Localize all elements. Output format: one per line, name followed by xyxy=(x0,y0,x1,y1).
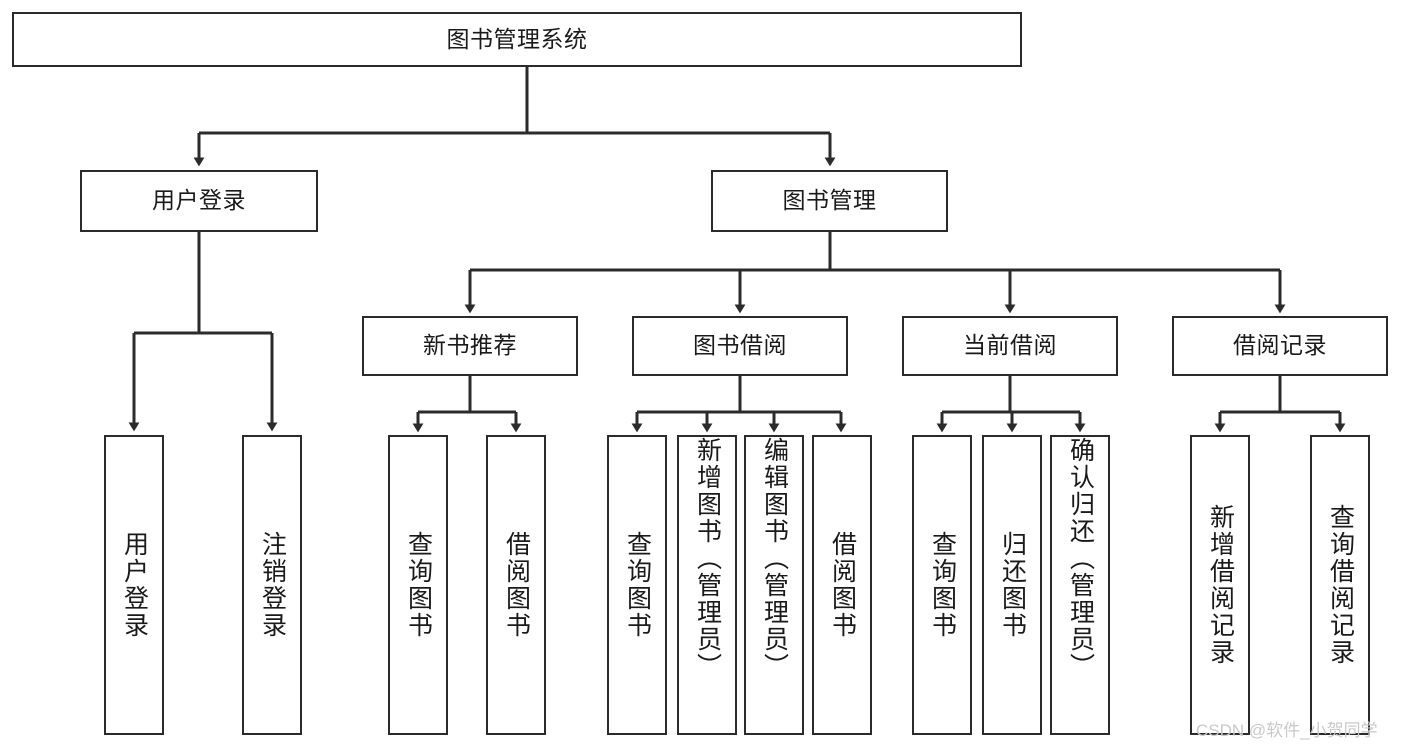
node-borrow-record[interactable]: 借阅记录 xyxy=(1172,316,1388,376)
leaf-confirm-return-admin[interactable]: 确认归还（管理员） xyxy=(1050,435,1110,735)
leaf-add-borrow-record[interactable]: 新增借阅记录 xyxy=(1190,435,1250,735)
leaf-return-book-label: 归还图书 xyxy=(998,531,1027,639)
leaf-add-book-admin[interactable]: 新增图书（管理员） xyxy=(677,435,737,735)
node-new-book-rec-label: 新书推荐 xyxy=(423,332,517,359)
leaf-add-book-admin-label: 新增图书（管理员） xyxy=(693,437,722,680)
node-user-login-label: 用户登录 xyxy=(152,187,246,214)
node-book-manage-label: 图书管理 xyxy=(782,187,877,214)
leaf-add-borrow-record-label: 新增借阅记录 xyxy=(1206,504,1235,666)
leaf-borrow-book-2-label: 借阅图书 xyxy=(828,531,857,639)
node-current-borrow[interactable]: 当前借阅 xyxy=(902,316,1118,376)
node-root-label: 图书管理系统 xyxy=(446,25,588,52)
leaf-query-book-3[interactable]: 查询图书 xyxy=(912,435,972,735)
node-new-book-rec[interactable]: 新书推荐 xyxy=(362,316,578,376)
leaf-query-book-2-label: 查询图书 xyxy=(623,531,652,639)
leaf-user-logout-label: 注销登录 xyxy=(258,531,287,639)
leaf-edit-book-admin-label: 编辑图书（管理员） xyxy=(760,437,789,680)
csdn-watermark: CSDN @软件_小贺同学 xyxy=(1196,721,1378,740)
leaf-query-book-3-label: 查询图书 xyxy=(928,531,957,639)
node-user-login[interactable]: 用户登录 xyxy=(80,170,318,232)
leaf-query-book-1[interactable]: 查询图书 xyxy=(388,435,448,735)
leaf-query-borrow-record[interactable]: 查询借阅记录 xyxy=(1310,435,1370,735)
leaf-return-book[interactable]: 归还图书 xyxy=(982,435,1042,735)
node-current-borrow-label: 当前借阅 xyxy=(963,332,1057,359)
leaf-borrow-book-1-label: 借阅图书 xyxy=(502,531,531,639)
node-book-borrow-label: 图书借阅 xyxy=(693,332,787,359)
leaf-query-book-1-label: 查询图书 xyxy=(404,531,433,639)
node-book-manage[interactable]: 图书管理 xyxy=(711,170,948,232)
leaf-query-borrow-record-label: 查询借阅记录 xyxy=(1326,504,1355,666)
leaf-borrow-book-1[interactable]: 借阅图书 xyxy=(486,435,546,735)
leaf-user-login[interactable]: 用户登录 xyxy=(104,435,164,735)
leaf-borrow-book-2[interactable]: 借阅图书 xyxy=(812,435,872,735)
leaf-edit-book-admin[interactable]: 编辑图书（管理员） xyxy=(744,435,804,735)
node-root[interactable]: 图书管理系统 xyxy=(12,12,1022,67)
node-book-borrow[interactable]: 图书借阅 xyxy=(632,316,848,376)
leaf-confirm-return-admin-label: 确认归还（管理员） xyxy=(1066,437,1095,680)
leaf-query-book-2[interactable]: 查询图书 xyxy=(607,435,667,735)
node-borrow-record-label: 借阅记录 xyxy=(1233,332,1327,359)
leaf-user-logout[interactable]: 注销登录 xyxy=(242,435,302,735)
leaf-user-login-label: 用户登录 xyxy=(120,531,149,639)
